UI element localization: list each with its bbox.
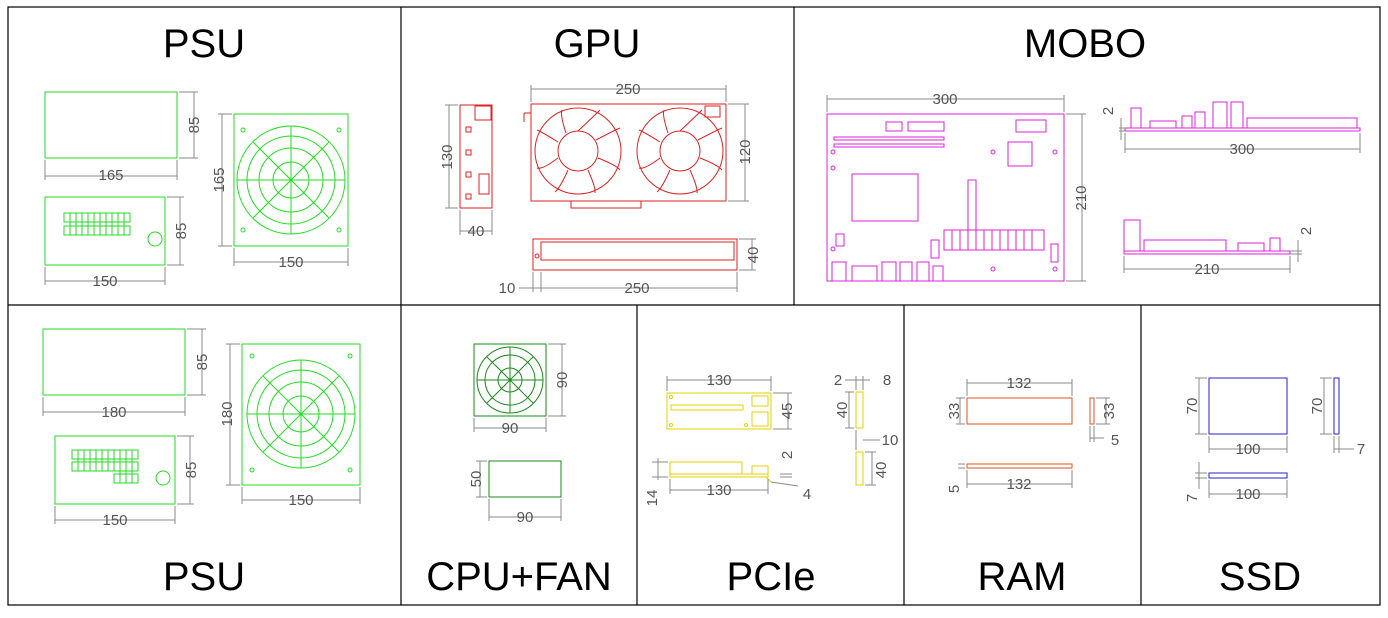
dim-label: 5 xyxy=(1111,432,1119,449)
dim-label: 150 xyxy=(288,492,313,509)
panel-title: PSU xyxy=(163,22,245,66)
dim-label: 250 xyxy=(615,81,640,98)
dim-label: 7 xyxy=(1357,441,1365,458)
dim-label: 14 xyxy=(644,490,661,507)
psu-side-view: 85 180 xyxy=(42,328,211,421)
panel-mobo: MOBO 300 210 2 300 xyxy=(826,22,1361,282)
mobo-side-view-short: 2 210 xyxy=(1123,219,1315,278)
dim-label: 100 xyxy=(1235,441,1260,458)
dim-label: 2 xyxy=(779,451,796,459)
psu-fan-view: 180 150 xyxy=(219,343,361,509)
dim-label: 45 xyxy=(779,403,796,420)
dim-label: 10 xyxy=(882,432,899,449)
dim-label: 40 xyxy=(468,223,485,240)
ram-front-view: 132 33 xyxy=(946,375,1073,425)
dim-label: 85 xyxy=(194,354,211,371)
grid-frame xyxy=(7,6,1381,606)
panel-pcie: PCIe 130 45 2 14 130 4 xyxy=(644,372,898,599)
dim-label: 132 xyxy=(1006,375,1031,392)
dim-label: 85 xyxy=(186,117,203,134)
ssd-top-view: 7 100 xyxy=(1184,462,1288,503)
ssd-side-view: 70 7 xyxy=(1309,377,1365,458)
dim-label: 2 xyxy=(1100,107,1117,115)
gpu-side-view: 130 40 xyxy=(439,104,493,240)
dim-label: 40 xyxy=(834,402,851,419)
panel-title: MOBO xyxy=(1024,22,1146,66)
dim-label: 300 xyxy=(1229,141,1254,158)
dim-label: 90 xyxy=(502,420,519,437)
dim-label: 85 xyxy=(183,462,200,479)
dim-label: 8 xyxy=(883,372,891,389)
dim-label: 150 xyxy=(102,512,127,529)
panel-ram: RAM 132 33 33 5 5 132 xyxy=(946,375,1119,599)
dim-label: 150 xyxy=(92,273,117,290)
mobo-top-view: 300 210 xyxy=(826,91,1090,282)
dim-label: 150 xyxy=(278,254,303,271)
gpu-top-view: 40 10 250 xyxy=(499,238,762,297)
dim-label: 50 xyxy=(468,471,485,488)
dim-label: 85 xyxy=(173,223,190,240)
panel-title: SSD xyxy=(1219,555,1301,599)
dim-label: 165 xyxy=(211,167,228,192)
dim-label: 5 xyxy=(946,485,963,493)
dim-label: 2 xyxy=(834,372,842,389)
panel-title: PSU xyxy=(163,555,245,599)
dim-label: 10 xyxy=(499,280,516,297)
dim-label: 132 xyxy=(1006,476,1031,493)
dim-label: 130 xyxy=(439,144,456,169)
dim-label: 4 xyxy=(803,486,811,503)
panel-gpu: GPU 130 40 250 120 xyxy=(439,22,762,297)
ram-top-view: 5 132 xyxy=(946,463,1073,493)
dim-label: 180 xyxy=(101,404,126,421)
dim-label: 210 xyxy=(1073,185,1090,210)
panel-title: PCIe xyxy=(727,555,816,599)
dim-label: 100 xyxy=(1235,486,1260,503)
dim-label: 250 xyxy=(624,280,649,297)
dim-label: 120 xyxy=(737,139,754,164)
panel-title: RAM xyxy=(978,555,1067,599)
dim-label: 33 xyxy=(1101,403,1118,420)
dim-label: 7 xyxy=(1184,494,1201,502)
dim-label: 2 xyxy=(1298,227,1315,235)
panel-psu-bottom: PSU 85 180 85 150 180 150 xyxy=(42,328,361,599)
dim-label: 40 xyxy=(873,462,890,479)
dim-label: 90 xyxy=(554,372,571,389)
psu-connector-view: 85 150 xyxy=(54,435,200,529)
ssd-front-view: 70 100 xyxy=(1184,377,1288,458)
cpu-fan-top-view: 90 90 xyxy=(473,343,571,437)
pcie-slot-side-view: 2 14 130 4 xyxy=(644,451,811,507)
panel-ssd: SSD 70 100 70 7 7 100 xyxy=(1184,377,1365,599)
dim-label: 33 xyxy=(946,403,963,420)
psu-side-view: 85 165 xyxy=(44,91,203,184)
pcie-slot-top-view: 130 45 xyxy=(666,372,796,430)
panel-cpu-fan: CPU+FAN 90 90 50 90 xyxy=(426,343,612,599)
dim-label: 165 xyxy=(98,167,123,184)
cpu-heatsink-side-view: 50 90 xyxy=(468,460,562,526)
dim-label: 210 xyxy=(1194,261,1219,278)
dim-label: 300 xyxy=(932,91,957,108)
dim-label: 90 xyxy=(517,509,534,526)
dim-label: 40 xyxy=(745,247,762,264)
panel-title: CPU+FAN xyxy=(426,555,612,599)
psu-connector-view: 85 150 xyxy=(44,196,190,290)
pcie-end-views: 2 8 40 10 40 xyxy=(834,372,899,486)
gpu-front-view: 250 120 xyxy=(523,81,754,209)
dim-label: 180 xyxy=(219,401,236,426)
panel-psu-top: PSU 85 165 85 150 165 xyxy=(44,22,349,290)
panel-title: GPU xyxy=(554,22,641,66)
dim-label: 70 xyxy=(1184,398,1201,415)
dim-label: 70 xyxy=(1309,398,1326,415)
psu-fan-view: 165 150 xyxy=(211,113,349,271)
ram-side-view: 33 5 xyxy=(1089,397,1119,449)
dim-label: 130 xyxy=(706,372,731,389)
mobo-side-view-long: 2 300 xyxy=(1100,101,1361,158)
dim-label: 130 xyxy=(706,482,731,499)
